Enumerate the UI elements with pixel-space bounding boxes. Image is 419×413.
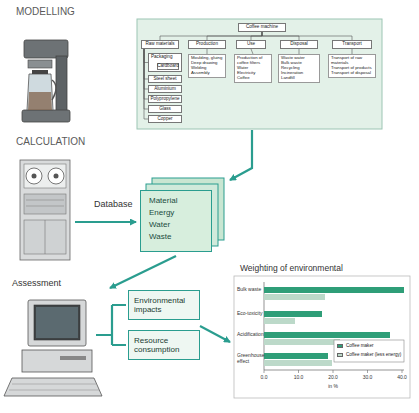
node-text: Copper: [157, 117, 172, 122]
process-list-box: Transport of raw materialsTransport of p…: [328, 54, 376, 78]
legend-text: Coffee maker: [346, 344, 374, 349]
tree-connector: [144, 49, 148, 119]
node-text: Packaging: [151, 55, 179, 60]
tree-connector: [207, 32, 262, 40]
root-box: Coffee machine: [238, 23, 286, 32]
tree-connector: [251, 32, 262, 40]
node-text: Water: [149, 219, 203, 231]
legend-text: Coffee maker (less energy): [346, 353, 401, 358]
section-heading: Assessment: [12, 279, 61, 289]
section-heading: MODELLING: [16, 6, 75, 17]
node-text: Coffee: [237, 76, 269, 81]
tree-panel: [137, 19, 382, 129]
node-text: Waste: [149, 231, 203, 243]
pc-illustration: [4, 300, 102, 396]
material-box: Steel sheet: [148, 75, 182, 83]
mainframe-illustration: [20, 160, 70, 260]
result-box: Resource consumption: [128, 330, 200, 360]
node-text: Environmental impacts: [134, 296, 194, 314]
node-text: Material: [149, 195, 203, 207]
material-box: Cardboard: [157, 63, 179, 70]
axis-label: in %: [313, 384, 353, 390]
node-text: Energy: [149, 207, 203, 219]
coffee-machine-illustration: [22, 40, 70, 122]
phase-box: Transport: [332, 40, 372, 49]
material-box: Copper: [148, 115, 182, 123]
bar-chart: [234, 276, 410, 398]
category-label: Bulk waste: [237, 287, 264, 293]
process-list-box: Waste waterBulk wasteRecyclingIncinerati…: [278, 54, 320, 83]
material-box: Polypropylene: [148, 95, 182, 103]
phase-box: Raw materials: [141, 40, 179, 49]
node-text: Use: [247, 42, 255, 47]
tick-label: 20.0: [323, 375, 343, 381]
node-text: Disposal: [290, 42, 308, 47]
category-label: Acidification: [237, 332, 264, 338]
flow-arrows: [75, 130, 252, 345]
chart-title: Weighting of environmental: [240, 264, 343, 273]
legend-swatch: [337, 344, 343, 348]
tick-label: 0.0: [254, 375, 274, 381]
tree-connector: [299, 49, 300, 54]
node-text: Raw materials: [145, 42, 174, 47]
node-text: Landfill: [281, 76, 317, 81]
category-label: Eco-toxicity: [237, 311, 264, 317]
tree-connector: [352, 49, 353, 54]
node-text: Aluminium: [154, 87, 175, 92]
node-text: Coffee machine: [246, 25, 278, 30]
material-box: Aluminium: [148, 85, 182, 93]
tick-label: 30.0: [358, 375, 378, 381]
result-box: Environmental impacts: [128, 290, 200, 320]
tree-connector: [251, 49, 253, 54]
phase-box: Disposal: [280, 40, 318, 49]
database-label: Database: [94, 200, 133, 210]
node-text: Production of coffee filters: [237, 56, 269, 66]
tick-label: 10.0: [289, 375, 309, 381]
tree-connector: [144, 49, 148, 99]
tree-connector: [144, 49, 148, 89]
phase-box: Use: [236, 40, 266, 49]
node-text: Transport of raw materials: [331, 56, 373, 66]
tree-connector: [207, 49, 208, 54]
tree-connector: [144, 49, 148, 63]
category-label: Greenhouse effect: [237, 353, 264, 364]
material-group-box: PackagingCardboard: [148, 53, 182, 72]
material-box: Glass: [148, 105, 182, 113]
node-text: Transport: [342, 42, 362, 47]
node-text: Polypropylene: [150, 97, 179, 102]
node-text: Resource consumption: [134, 336, 194, 354]
legend-swatch: [337, 353, 343, 357]
phase-box: Production: [188, 40, 226, 49]
process-list-box: Moulding, gluingDeep drawingWeldingAssem…: [188, 54, 226, 78]
node-text: Glass: [159, 107, 171, 112]
node-text: Assembly: [191, 71, 223, 76]
node-text: Steel sheet: [154, 77, 177, 82]
tick-label: 40.0: [392, 375, 412, 381]
tree-connector: [262, 32, 299, 40]
node-text: Cardboard: [157, 64, 179, 69]
tree-connector: [160, 32, 262, 40]
process-list-box: Production of coffee filtersWaterElectri…: [234, 54, 272, 83]
tree-connector: [144, 49, 148, 79]
node-text: Transport of disposal: [331, 71, 373, 76]
section-heading: CALCULATION: [16, 136, 85, 147]
database-box: MaterialEnergyWaterWaste: [140, 190, 212, 252]
tree-connector: [262, 32, 352, 40]
tree-connector: [144, 49, 148, 109]
node-text: Production: [196, 42, 218, 47]
